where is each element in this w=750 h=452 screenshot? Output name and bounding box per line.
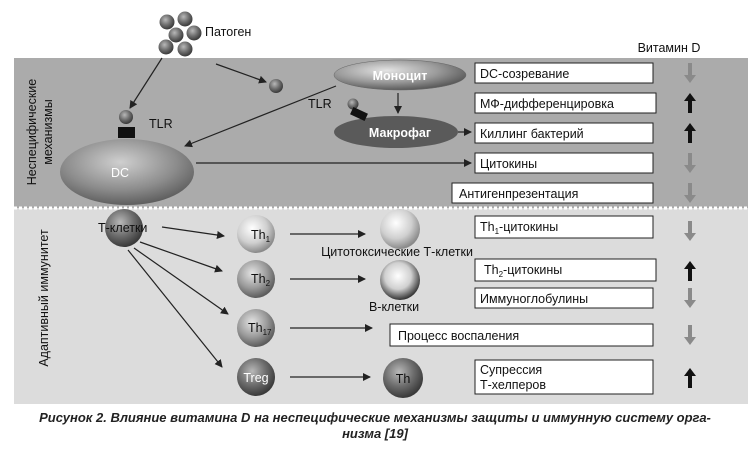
th-cell xyxy=(383,358,423,398)
vitamin-d-arrows xyxy=(684,63,696,388)
vitamin-d-header: Витамин D xyxy=(638,41,701,55)
macrophage-tlr-ligand xyxy=(347,98,359,110)
vitamin-d-down-arrow-icon xyxy=(684,153,696,173)
caption-line1: Рисунок 2. Влияние витамина D на неспеци… xyxy=(39,410,711,425)
arrow-pathogen-to-particle xyxy=(215,63,267,84)
effect-box-label: Иммуноглобулины xyxy=(480,292,588,306)
treg-cell xyxy=(237,358,275,396)
effect-box-label: Цитокины xyxy=(480,157,537,171)
t-cells-label: Т-клетки xyxy=(98,221,147,235)
pathogen-particle xyxy=(269,79,283,93)
macrophage-cell xyxy=(334,116,458,148)
vitamin-d-down-arrow-icon xyxy=(684,288,696,308)
pathogen-label: Патоген xyxy=(205,25,251,39)
vitamin-d-down-arrow-icon xyxy=(684,63,696,83)
effect-box-label: DC-созревание xyxy=(480,67,569,81)
vitamin-d-down-arrow-icon xyxy=(684,221,696,241)
vitamin-d-up-arrow-icon xyxy=(684,123,696,143)
effect-box-8: Процесс воспаления xyxy=(389,323,654,347)
arrow-t-to-treg xyxy=(127,249,223,368)
b-cells-label: В-клетки xyxy=(369,300,419,314)
dc-cell xyxy=(60,139,194,205)
tlr-label-macrophage: TLR xyxy=(308,97,332,111)
effect-box-6: Th2-цитокины xyxy=(474,258,657,282)
arrow-tlr-to-dc xyxy=(184,85,337,148)
tlr-label-dc: TLR xyxy=(149,117,173,131)
nonspecific-label-line1: Неспецифические xyxy=(25,79,39,186)
vitamin-d-down-arrow-icon xyxy=(684,325,696,345)
effect-box-label: Процесс воспаления xyxy=(398,329,519,343)
macrophage-tlr-receptor xyxy=(350,106,368,122)
pathogen-cluster xyxy=(158,11,202,57)
effect-box-label: Th1-цитокины xyxy=(480,220,558,236)
th2-cell xyxy=(237,260,275,298)
effect-box-label: Антигенпрезентация xyxy=(459,187,578,201)
adaptive-label: Адаптивный иммунитет xyxy=(37,229,51,367)
cytotoxic-t-cell xyxy=(380,209,420,249)
effect-box-9: Супрессия Т-хелперов xyxy=(474,359,654,395)
nonspecific-label-line2: механизмы xyxy=(41,99,55,165)
monocyte-cell xyxy=(333,59,467,91)
dc-tlr-ligand xyxy=(119,110,133,124)
figure-caption: Рисунок 2. Влияние витамина D на неспеци… xyxy=(0,410,750,442)
vitamin-d-down-arrow-icon xyxy=(684,183,696,203)
arrow-t-to-th2 xyxy=(139,241,223,273)
dc-label: DC xyxy=(111,166,129,180)
th17-cell xyxy=(237,309,275,347)
effect-box-label: Киллинг бактерий xyxy=(480,127,584,141)
effect-box-2: Киллинг бактерий xyxy=(474,122,654,144)
effect-box-label: Th2-цитокины xyxy=(484,263,562,279)
treg-label: Treg xyxy=(243,371,268,385)
caption-line2: низма [19] xyxy=(342,426,408,441)
monocyte-label: Моноцит xyxy=(373,69,428,83)
arrow-pathogen-to-dc xyxy=(129,57,163,109)
effect-box-7: Иммуноглобулины xyxy=(474,287,654,309)
effect-box-0: DC-созревание xyxy=(474,62,654,84)
effect-box-3: Цитокины xyxy=(474,152,654,174)
t-cell xyxy=(105,209,143,247)
vitamin-d-up-arrow-icon xyxy=(684,368,696,388)
effect-box-label: МФ-дифференцировка xyxy=(480,97,614,111)
arrow-t-to-th1 xyxy=(161,226,225,239)
macrophage-label: Макрофаг xyxy=(369,126,431,140)
cytotoxic-t-label: Цитотоксические Т-клетки xyxy=(321,245,473,259)
effect-box-1: МФ-дифференцировка xyxy=(474,92,657,114)
effect-box-5: Th1-цитокины xyxy=(474,215,654,239)
vitamin-d-up-arrow-icon xyxy=(684,261,696,281)
th1-cell xyxy=(237,215,275,253)
b-cell xyxy=(380,260,420,300)
effect-box-label-line2: Т-хелперов xyxy=(480,378,546,392)
arrow-t-to-th17 xyxy=(133,247,229,315)
vitamin-d-up-arrow-icon xyxy=(684,93,696,113)
th-label: Th xyxy=(396,372,411,386)
dc-tlr-receptor xyxy=(118,127,135,138)
effect-box-label: Супрессия xyxy=(480,363,542,377)
effect-box-4: Антигенпрезентация xyxy=(451,182,654,204)
